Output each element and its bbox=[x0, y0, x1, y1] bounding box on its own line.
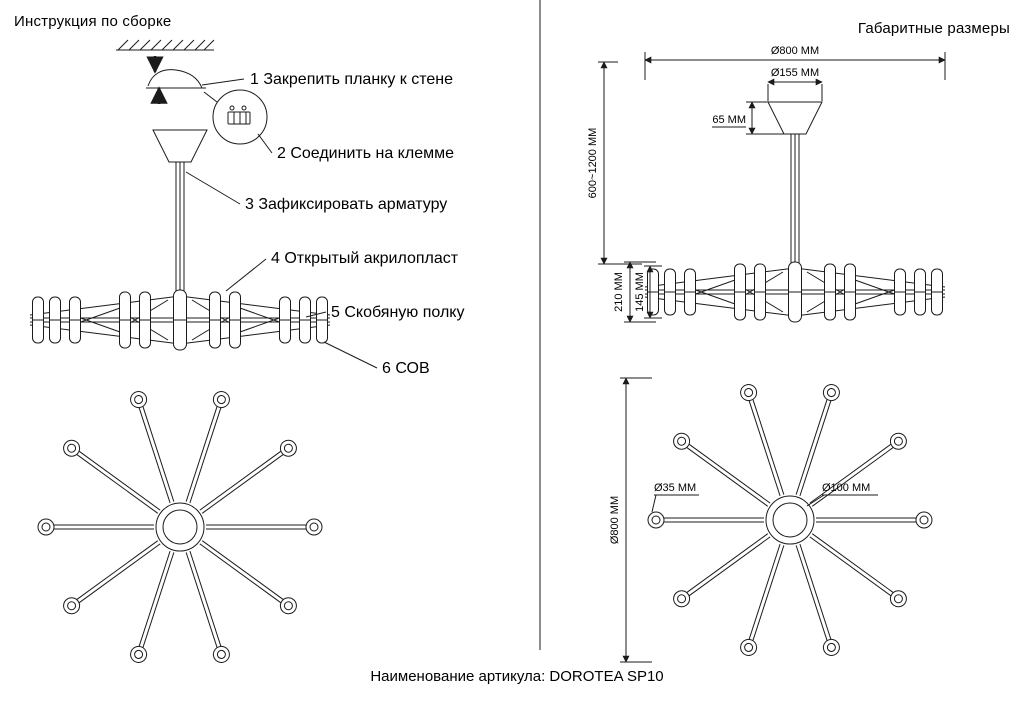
top-view-right bbox=[648, 382, 932, 657]
top-view-left bbox=[38, 389, 322, 664]
article-footer: Наименование артикула: DOROTEA SP10 bbox=[370, 668, 664, 685]
dim-overall-bottom: Ø800 ММ bbox=[609, 496, 621, 544]
side-view-right bbox=[645, 102, 945, 322]
dim-suspension-height: 600~1200 ММ bbox=[587, 128, 599, 199]
dimension-lines bbox=[598, 52, 946, 663]
leader-lines bbox=[185, 78, 378, 369]
dim-hub: Ø100 ММ bbox=[822, 482, 870, 494]
dim-canopy-height: 65 ММ bbox=[712, 114, 746, 126]
dim-shade-height: 145 ММ bbox=[634, 272, 646, 312]
dim-end-cap: Ø35 ММ bbox=[654, 482, 696, 494]
ceiling-mount-drawing bbox=[116, 39, 218, 104]
step-label-3: 3 Зафиксировать арматуру bbox=[245, 196, 447, 213]
step-label-1: 1 Закрепить планку к стене bbox=[250, 71, 453, 88]
dim-body-height: 210 ММ bbox=[613, 272, 625, 312]
detail-zoom-circle bbox=[212, 89, 268, 145]
side-view-left bbox=[30, 130, 330, 350]
step-label-4: 4 Открытый акрилопласт bbox=[271, 250, 459, 267]
step-label-5: 5 Скобяную полку bbox=[331, 304, 464, 321]
dim-canopy-diameter: Ø155 ММ bbox=[771, 67, 819, 79]
step-label-2: 2 Соединить на клемме bbox=[277, 145, 454, 162]
right-panel-title: Габаритные размеры bbox=[857, 20, 1010, 37]
left-panel-title: Инструкция по сборке bbox=[14, 13, 172, 30]
dim-overall-top: Ø800 ММ bbox=[771, 45, 819, 57]
step-label-6: 6 СОВ bbox=[382, 360, 430, 377]
